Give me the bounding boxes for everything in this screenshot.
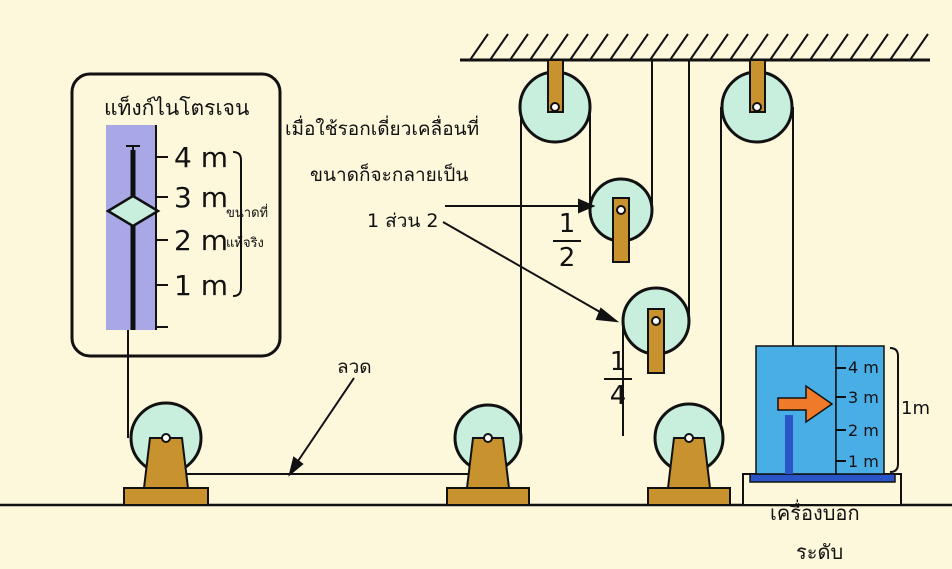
- ground-pulley-2: [446, 403, 530, 506]
- level-mark-1m: 1 m: [848, 452, 879, 471]
- tank-scale-ticks: [156, 156, 168, 328]
- tank-float: [105, 194, 161, 228]
- tank-title: แท็งก์ไนโตรเจน: [104, 96, 250, 120]
- level-size-label: 1m: [901, 398, 930, 419]
- top-fixed-pulley-left: [518, 59, 592, 144]
- tank-float-stopper: [126, 145, 140, 196]
- level-mark-3m: 3 m: [848, 388, 879, 407]
- level-mark-2m: 2 m: [848, 421, 879, 440]
- actual-size-label-1: ขนาดที่: [226, 206, 269, 221]
- annotation-arrows: [288, 198, 620, 477]
- ceiling: [460, 33, 930, 62]
- tank-mark-2m: 2 m: [174, 224, 228, 257]
- moving-pulley-half: [588, 177, 654, 263]
- fraction-half-denominator: 2: [558, 243, 576, 273]
- level-arrow: [777, 384, 834, 424]
- level-indicator-label-1: เครื่องบอก: [770, 501, 860, 525]
- actual-size-bracket: [232, 151, 242, 297]
- tank-mark-3m: 3 m: [174, 181, 228, 214]
- fraction-half: 1 2: [553, 210, 581, 272]
- pulley-note-line3: 1 ส่วน 2: [367, 210, 439, 232]
- pulley-note-line1: เมื่อใช้รอกเดี่ยวเคลื่อนที่: [285, 118, 480, 140]
- ground-pulley-1: [123, 401, 209, 506]
- fraction-half-numerator: 1: [558, 209, 576, 239]
- pulley-note-line2: ขนาดก็จะกลายเป็น: [310, 164, 469, 186]
- moving-pulley-quarter: [621, 286, 691, 374]
- wire-label: ลวด: [337, 356, 372, 378]
- tank-mark-4m: 4 m: [174, 141, 228, 174]
- level-mark-4m: 4 m: [848, 358, 879, 377]
- tank-mark-1m: 1 m: [174, 269, 228, 302]
- level-indicator-label-2: ระดับ: [796, 540, 844, 564]
- actual-size-label-2: แท้จริง: [226, 236, 264, 251]
- ground-pulley-3: [647, 402, 731, 506]
- fraction-quarter-denominator: 4: [609, 381, 627, 411]
- fraction-quarter: 1 4: [604, 348, 632, 410]
- top-fixed-pulley-right: [720, 59, 794, 144]
- fraction-quarter-numerator: 1: [609, 347, 627, 377]
